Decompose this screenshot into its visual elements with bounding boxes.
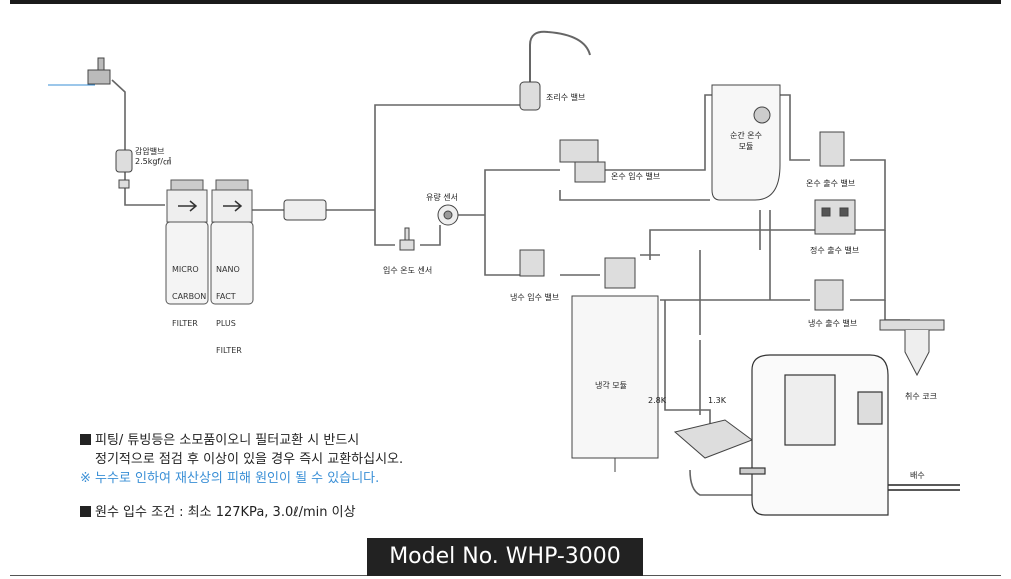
warning-note: ※ 누수로 인하여 재산상의 피해 원인이 될 수 있습니다. xyxy=(80,471,380,486)
note-line-1: 피팅/ 튜빙등은 소모품이오니 필터교환 시 반드시 xyxy=(80,429,359,448)
filter-2-line3: PLUS xyxy=(216,319,236,328)
filter-2-text: NANO FACT PLUS FILTER xyxy=(216,247,242,364)
pressure-valve-icon xyxy=(115,149,133,189)
filter-2-line2: FACT xyxy=(216,292,236,301)
temp-sensor-label: 입수 온도 센서 xyxy=(383,266,433,275)
hot-outlet-valve-label: 온수 출수 밸브 xyxy=(806,179,856,188)
hot-inlet-valve-icon xyxy=(559,139,606,183)
instant-hot-module-icon xyxy=(711,84,781,201)
note-line-2: 정기적으로 점검 후 이상이 있을 경우 즉시 교환하십시오. xyxy=(95,452,404,467)
mixing-unit-icon xyxy=(673,419,754,459)
cold-outlet-valve-label: 냉수 출수 밸브 xyxy=(808,319,858,328)
model-number-badge: Model No. WHP-3000 xyxy=(367,538,643,576)
inlet-valve-icon xyxy=(87,57,111,85)
cooking-valve-label: 조리수 밸브 xyxy=(546,93,586,102)
cold-inlet-valve-icon xyxy=(519,249,545,277)
filter-1-text: MICRO CARBON FILTER xyxy=(172,247,206,337)
cold-outlet-valve-icon xyxy=(814,279,844,311)
cooling-module-label: 냉각 모듈 xyxy=(595,381,627,390)
dispense-cock-label: 취수 코크 xyxy=(905,392,937,401)
hot-module-label-1: 순간 온수 xyxy=(730,131,762,140)
inline-filter-icon xyxy=(283,199,327,221)
hot-inlet-valve-label: 온수 입수 밸브 xyxy=(611,172,661,181)
drain-label: 배수 xyxy=(910,471,925,480)
top-border xyxy=(10,0,1001,4)
bullet-square-icon xyxy=(80,506,91,517)
filter-1-line2: CARBON xyxy=(172,292,207,301)
purified-outlet-valve-label: 정수 출수 밸브 xyxy=(810,246,860,255)
filter-2-line4: FILTER xyxy=(216,346,242,355)
purified-outlet-valve-icon xyxy=(814,199,856,235)
pressure-valve-label: 감압밸브 xyxy=(135,147,165,156)
bullet-square-icon xyxy=(80,434,91,445)
note-line-4-text: 원수 입수 조건 : 최소 127KPa, 3.0ℓ/min 이상 xyxy=(95,505,356,520)
dispense-cock-icon xyxy=(879,319,945,377)
filter-1-line3: FILTER xyxy=(172,319,198,328)
flow-sensor-label: 유량 센서 xyxy=(426,193,458,202)
note-line-1-text: 피팅/ 튜빙등은 소모품이오니 필터교환 시 반드시 xyxy=(95,433,360,448)
flow-sensor-icon xyxy=(437,204,459,226)
purifier-appliance-icon xyxy=(739,354,889,516)
cooking-valve-icon xyxy=(519,81,541,111)
filter-1-line1: MICRO xyxy=(172,265,199,274)
cold-inlet-valve-label: 냉수 입수 밸브 xyxy=(510,293,560,302)
hot-outlet-valve-icon xyxy=(819,131,845,167)
size-left-label: 2.8K xyxy=(648,396,666,405)
note-line-4: 원수 입수 조건 : 최소 127KPa, 3.0ℓ/min 이상 xyxy=(80,501,356,520)
size-right-label: 1.3K xyxy=(708,396,726,405)
hot-module-label-2: 모듈 xyxy=(738,142,754,151)
filter-housings xyxy=(165,179,254,305)
filter-2-line1: NANO xyxy=(216,265,240,274)
pressure-value-label: 2.5kgf/㎠ xyxy=(135,157,171,166)
temp-sensor-icon xyxy=(399,227,415,251)
cooling-module-icon xyxy=(571,257,659,472)
